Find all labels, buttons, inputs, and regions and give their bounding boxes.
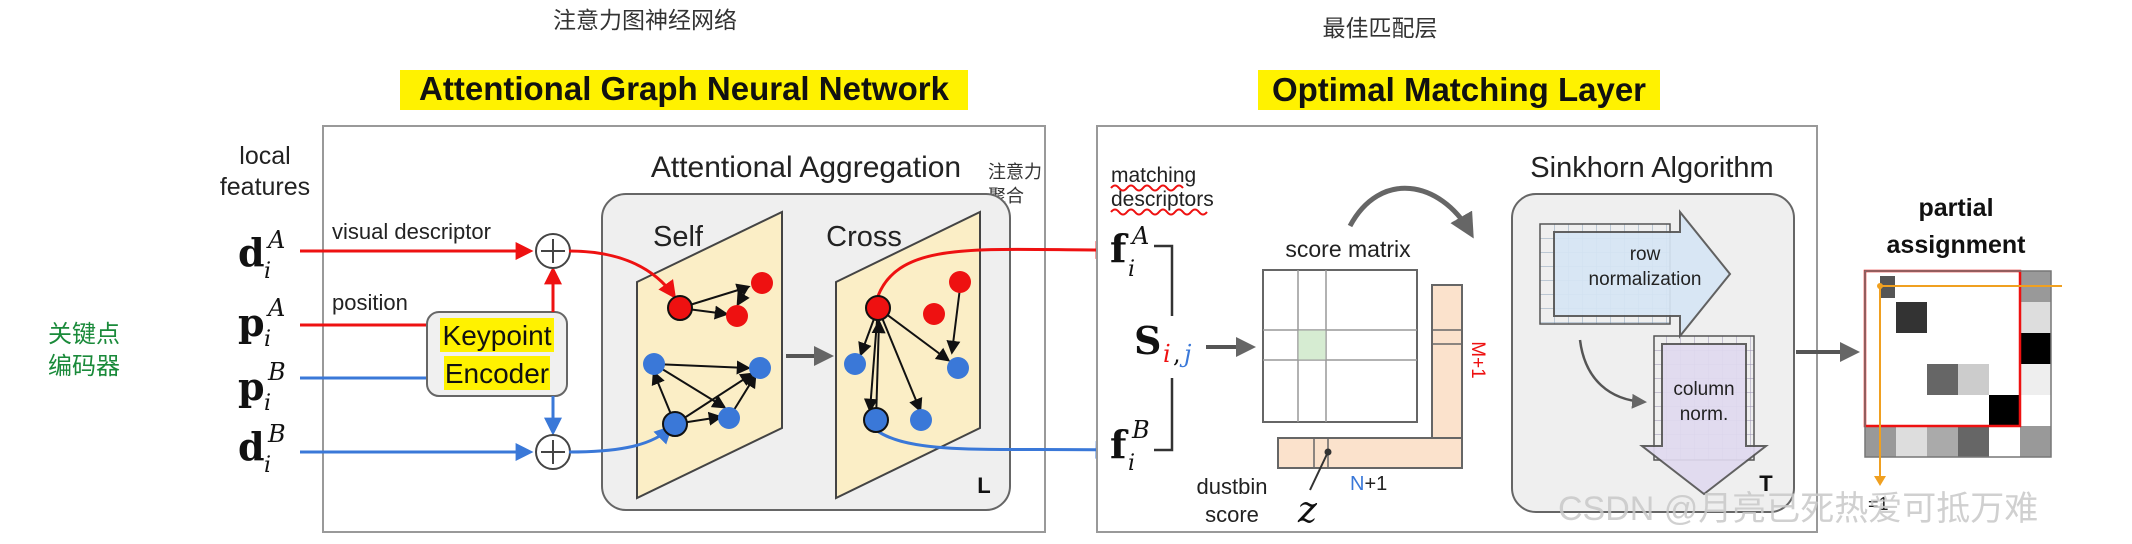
matching-descriptors-label-line1: matching <box>1111 164 1196 187</box>
keypoint-encoder-label-line2: Encoder <box>445 358 549 389</box>
svg-text:A: A <box>266 226 285 254</box>
gnn-annotation-cn: 注意力图神经网络 <box>553 7 737 33</box>
matching-annotation-cn: 最佳匹配层 <box>1323 15 1438 41</box>
dustbin-pointer <box>1309 451 1329 491</box>
matching-descriptors-label-line2: descriptors <box>1111 188 1214 211</box>
spellcheck-squiggle-2 <box>1110 208 1208 216</box>
feature-fB: f B i <box>1110 416 1150 476</box>
row-to-col-arrow <box>1578 339 1647 409</box>
dustbin-row <box>1277 437 1463 469</box>
plus-circle-b-icon <box>535 434 571 470</box>
svg-text:A: A <box>266 294 285 322</box>
m-plus-1-label: M+1 <box>1467 341 1488 379</box>
cross-nodes <box>844 271 971 433</box>
svg-text:i: i <box>264 327 271 352</box>
matrix-to-sinkhorn-arrow <box>1347 185 1474 239</box>
aggregation-annotation-cn-line1: 注意力 <box>988 162 1042 182</box>
score-matrix-highlight-cell <box>1297 329 1327 361</box>
dustbin-pointer-dot <box>1324 448 1332 456</box>
assignment-col-indicator-head <box>1874 476 1886 486</box>
matching-title-highlight <box>1258 70 1660 110</box>
watermark: CSDN @月亮已死热爱可抵万难 <box>1558 490 2038 528</box>
svg-text:i: i <box>264 259 271 284</box>
red-flow-into-self <box>568 249 677 299</box>
dustbin-z-symbol: z <box>1297 490 1318 531</box>
partial-assignment-label-line1: partial <box>1918 194 1993 222</box>
spellcheck-squiggle-1 <box>1110 184 1184 192</box>
col-norm-arrow <box>1639 343 1769 496</box>
n-plus-1-label: N+1 <box>1350 473 1387 495</box>
score-matrix-grid <box>1262 269 1418 423</box>
svg-text:i: i <box>1128 257 1135 282</box>
svg-text:f: f <box>1110 422 1129 467</box>
sinkhorn-title: Sinkhorn Algorithm <box>1530 152 1773 184</box>
svg-text:S: S <box>1134 318 1161 363</box>
row-norm-arrow <box>1553 209 1732 339</box>
keypoint-encoder-highlight-2 <box>444 356 550 390</box>
col-norm-label-line2: norm. <box>1680 404 1729 425</box>
keypoint-annotation-cn-line2: 编码器 <box>48 353 120 380</box>
gnn-title: Attentional Graph Neural Network <box>419 70 950 107</box>
row-norm-label-line2: normalization <box>1589 269 1702 290</box>
svg-text:,: , <box>1173 340 1181 368</box>
dustbin-score-label-line2: score <box>1205 502 1259 527</box>
svg-text:p: p <box>238 364 265 409</box>
aggregation-title: Attentional Aggregation <box>651 151 961 184</box>
svg-text:i: i <box>1163 340 1171 368</box>
assignment-indicator-dot <box>1877 283 1883 289</box>
score-matrix-label: score matrix <box>1285 236 1411 262</box>
iterations-label: T <box>1759 471 1773 496</box>
matching-title: Optimal Matching Layer <box>1272 71 1646 108</box>
keypoint-encoder-highlight-1 <box>440 318 554 352</box>
sum-equals-one-label: =1 <box>1868 494 1889 514</box>
loop-count-label: L <box>977 473 990 498</box>
gnn-title-highlight <box>400 70 968 110</box>
local-features-label-line1: local <box>239 142 290 170</box>
input-pA: p A i <box>238 294 285 352</box>
blue-flow-out-cross <box>875 428 1114 459</box>
partial-assignment-label-line2: assignment <box>1887 231 2027 259</box>
position-label: position <box>332 290 408 315</box>
svg-text:i: i <box>1128 451 1135 476</box>
input-pB: p B i <box>238 358 286 416</box>
svg-text:B: B <box>267 358 286 386</box>
svg-text:d: d <box>238 230 265 275</box>
keypoint-annotation-cn-line1: 关键点 <box>48 321 120 348</box>
svg-text:B: B <box>267 420 286 448</box>
svg-text:f: f <box>1110 226 1129 271</box>
keypoint-encoder-label-line1: Keypoint <box>443 320 552 351</box>
cross-label: Cross <box>826 221 902 253</box>
plus-circle-a-icon <box>535 233 571 269</box>
self-label: Self <box>653 221 704 253</box>
svg-text:p: p <box>238 300 265 345</box>
feature-fA: f A i <box>1110 222 1149 282</box>
visual-descriptor-label: visual descriptor <box>332 219 491 244</box>
row-norm-label-line1: row <box>1630 244 1661 265</box>
cross-edges <box>858 287 961 421</box>
svg-text:d: d <box>238 424 265 469</box>
red-flow-out-cross <box>876 240 1114 297</box>
dustbin-score-label-line1: dustbin <box>1197 474 1268 499</box>
self-nodes <box>643 272 773 437</box>
svg-text:A: A <box>1130 222 1149 250</box>
dustbin-column <box>1431 284 1463 466</box>
svg-text:i: i <box>264 391 271 416</box>
blue-flow-into-self <box>568 425 673 454</box>
svg-text:B: B <box>1131 416 1150 444</box>
local-features-label-line2: features <box>220 173 310 201</box>
input-dB: d B i <box>238 420 286 478</box>
input-dA: d A i <box>238 226 285 284</box>
svg-text:i: i <box>264 453 271 478</box>
pair-bracket <box>1154 244 1174 452</box>
assignment-matrix <box>1863 269 2052 458</box>
col-norm-label-line1: column <box>1673 379 1734 400</box>
